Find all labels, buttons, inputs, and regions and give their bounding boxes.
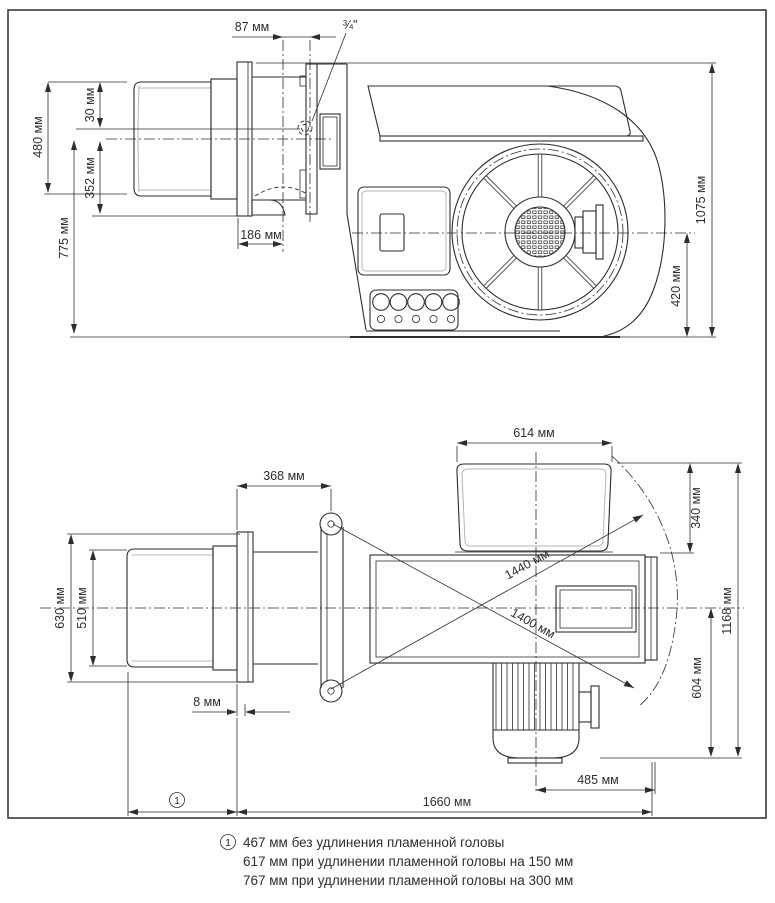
hinge-lug-bottom (319, 679, 343, 703)
display-window (379, 213, 405, 252)
spoke-sw (483, 255, 517, 289)
dim-label: 510 мм (75, 587, 89, 629)
small-button (411, 314, 420, 323)
dim-label: 30 мм (83, 88, 97, 123)
footnote-line-3: 767 мм при удлинении пламенной головы на… (243, 873, 573, 888)
dimension-1075: 1075 мм (256, 62, 716, 337)
sight-glass (319, 113, 341, 170)
air-intake-hood (367, 85, 644, 142)
dimension-604: 604 мм (600, 608, 742, 759)
dim-label: 87 мм (235, 20, 270, 34)
small-button (429, 314, 438, 323)
small-button (446, 314, 455, 323)
plan-view: 1440 мм 1400 мм 614 мм 368 мм (40, 426, 744, 816)
dim-label: 368 мм (263, 469, 305, 483)
spoke-ne (563, 175, 597, 209)
dim-label: 1168 мм (720, 587, 734, 635)
footnote-ref-number: 1 (225, 837, 231, 849)
dim-label: 8 мм (193, 695, 221, 709)
housing-plan (369, 554, 658, 664)
air-duct (555, 585, 637, 633)
dim-label: 352 мм (83, 157, 97, 199)
fan-scroll (547, 85, 666, 338)
dimension-510: 510 мм (75, 549, 127, 667)
dimension-630: 630 мм (53, 533, 240, 683)
footnote-line-1: 467 мм без удлинения пламенной головы (243, 835, 504, 850)
spoke-nw (483, 175, 517, 209)
dim-label: 614 мм (513, 426, 555, 440)
fan-impeller (451, 143, 629, 321)
air-hood-plan (455, 463, 613, 553)
indicator-lamp (442, 293, 460, 311)
swing-radii: 1440 мм 1400 мм (330, 455, 678, 708)
gas-port (297, 120, 313, 136)
swing-arc (611, 455, 678, 708)
dimension-340: 340 мм (617, 462, 742, 554)
footnotes: 1 467 мм без удлинения пламенной головы … (220, 834, 573, 888)
indicator-lamp (389, 293, 408, 311)
damper-servo (574, 204, 604, 260)
motor-fins (495, 663, 574, 730)
dimension-ref1: 1 (127, 672, 238, 816)
flame-cone-hidden-line (254, 186, 308, 197)
dimension-30: 30 мм (48, 81, 127, 128)
control-panel (357, 186, 451, 276)
dim-label: ¾" (343, 18, 358, 32)
dimension-420: 420 мм (669, 233, 690, 337)
dim-label: 420 мм (669, 265, 683, 307)
dimension-1660: 1660 мм (237, 762, 653, 816)
button-panel (369, 289, 460, 331)
inlet-mesh (514, 206, 566, 258)
dimension-480: 480 мм (31, 82, 127, 195)
hinge-bracket (319, 512, 344, 703)
dim-label: 604 мм (690, 657, 704, 699)
motor-plan (492, 663, 600, 764)
spoke-south (537, 267, 543, 310)
dim-label: 775 мм (57, 217, 71, 259)
bolt-circle-centerline (456, 148, 624, 316)
small-button (394, 314, 403, 323)
small-button (376, 314, 385, 323)
ref-circle (169, 792, 185, 808)
dim-label: 1660 мм (423, 795, 471, 809)
spoke-se (563, 255, 597, 289)
head-adapter (251, 63, 318, 216)
indicator-lamp (372, 293, 390, 311)
dim-label: 480 мм (31, 116, 45, 158)
footnote-line-2: 617 мм при удлинении пламенной головы на… (243, 854, 573, 869)
indicator-lamp (407, 293, 425, 311)
dimension-186: 186 мм (237, 218, 283, 249)
radius-1440-line (330, 514, 644, 690)
dimension-614: 614 мм (456, 426, 613, 462)
radius-1400-line (332, 523, 635, 689)
footnote-ref-circle (220, 834, 236, 850)
mounting-flange-plan (236, 531, 318, 683)
dim-label: 186 мм (240, 228, 282, 242)
dimension-8: 8 мм (192, 684, 290, 716)
dimension-thread: ¾" (311, 18, 358, 122)
dimension-1168: 1168 мм (720, 463, 741, 757)
dimension-485: 485 мм (536, 762, 656, 794)
junction-box (578, 691, 592, 723)
gas-port-bore (301, 124, 309, 132)
ref-number: 1 (174, 795, 180, 807)
dimension-775: 775 мм (57, 140, 77, 334)
burner-housing (317, 63, 560, 332)
dim-label: 630 мм (53, 587, 67, 629)
dim-label: 485 мм (577, 773, 619, 787)
flame-tube-plan (126, 545, 238, 671)
dimension-87: 87 мм (232, 20, 336, 40)
drawing-frame (7, 9, 767, 819)
indicator-lamp (424, 293, 443, 311)
dim-label: 340 мм (689, 487, 703, 529)
side-view: 87 мм ¾" 30 мм 480 мм 352 (31, 18, 716, 338)
dim-label: 1075 мм (694, 176, 708, 224)
dimension-352: 352 мм (83, 141, 240, 217)
dimension-368: 368 мм (236, 469, 332, 530)
spoke-north (537, 154, 543, 197)
hinge-lug-top (319, 512, 343, 536)
